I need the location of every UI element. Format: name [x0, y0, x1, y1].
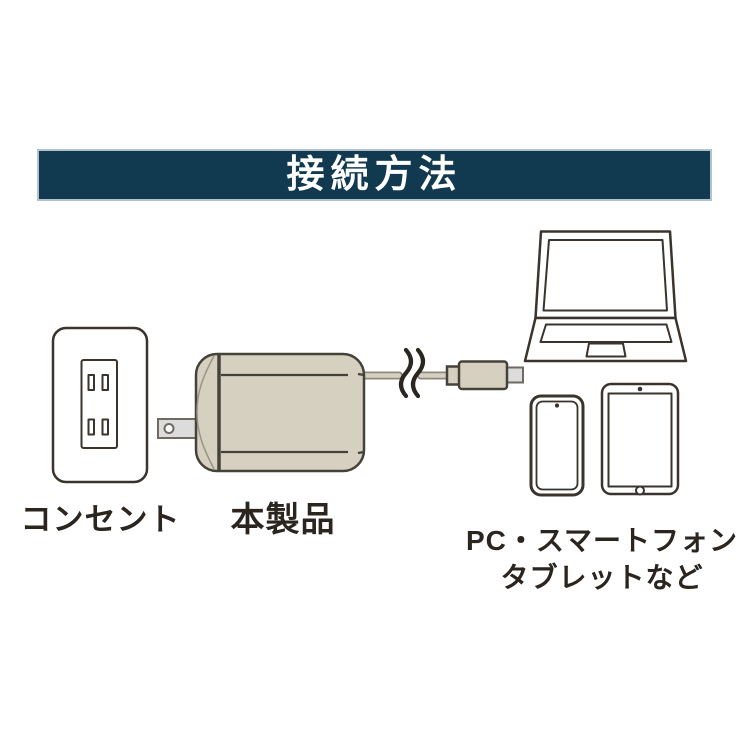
tablet-camera-dot	[637, 386, 643, 392]
devices-label-line1: PC・スマートフォン	[465, 525, 739, 556]
tablet-home-button	[635, 485, 645, 496]
tablet-icon	[600, 382, 680, 496]
phone-camera-dot	[554, 403, 560, 408]
outlet-label: コンセント	[20, 502, 181, 537]
wall-outlet-icon	[51, 326, 149, 484]
devices-label-line2: タブレットなど	[500, 562, 704, 593]
laptop-icon	[523, 230, 688, 363]
banner-title: 接続方法	[286, 154, 463, 196]
smartphone-icon	[529, 394, 585, 497]
power-plug-prong-icon	[157, 418, 201, 439]
product-label: 本製品	[230, 501, 336, 539]
cable-break-icon	[398, 347, 426, 399]
usb-connector-icon	[445, 360, 524, 391]
section-banner: 接続方法	[37, 149, 712, 201]
devices-label: PC・スマートフォン タブレットなど	[457, 522, 747, 596]
ac-adapter-icon	[194, 352, 366, 473]
